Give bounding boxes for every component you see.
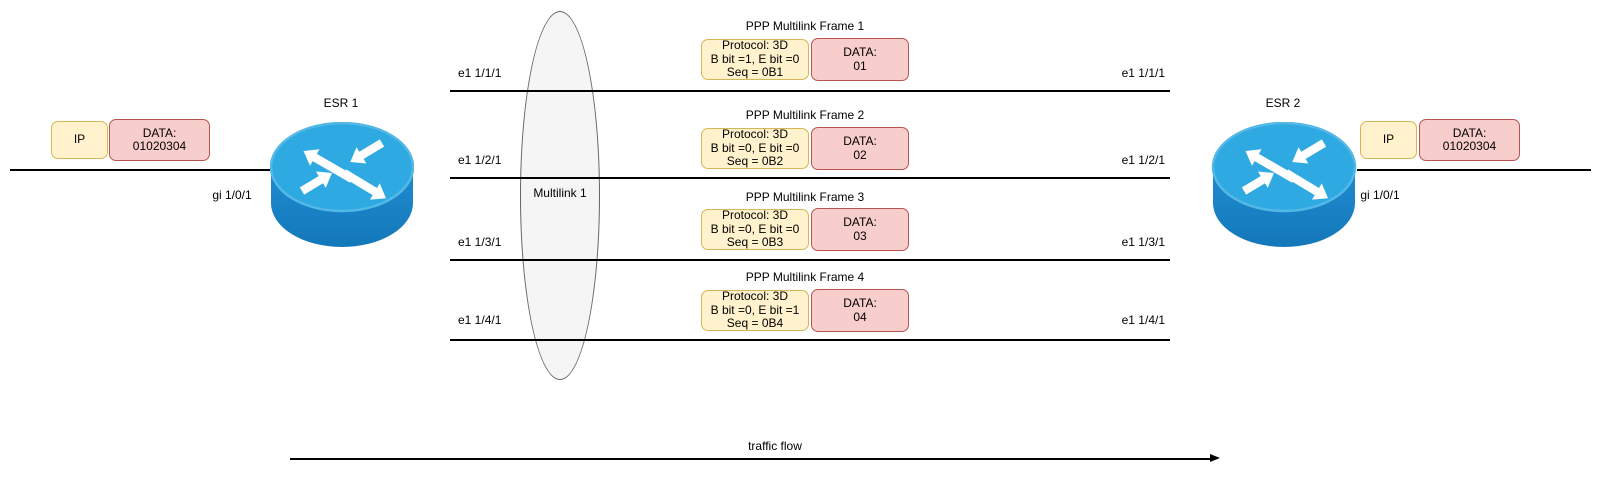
frame2-protocol-box: Protocol: 3D B bit =0, E bit =0 Seq = 0B…: [701, 128, 809, 169]
frame4-data-box: DATA: 04: [811, 289, 909, 332]
frame1-protocol-box: Protocol: 3D B bit =1, E bit =0 Seq = 0B…: [701, 39, 809, 80]
right-data-line2: 01020304: [1442, 139, 1497, 153]
frame1-protocol-line3: Seq = 0B1: [726, 65, 784, 80]
link2-right-label: e1 1/2/1: [1121, 153, 1165, 167]
frame1-data-box: DATA: 01: [811, 38, 909, 81]
link3-left-label: e1 1/3/1: [458, 235, 502, 249]
right-access-link-line: [1357, 169, 1591, 171]
left-data-payload-box: DATA: 01020304: [109, 119, 210, 161]
frame1-protocol-line1: Protocol: 3D: [721, 38, 789, 53]
frame1-title: PPP Multilink Frame 1: [745, 19, 865, 33]
frame3-protocol-line2: B bit =0, E bit =0: [710, 221, 800, 236]
frame3-title: PPP Multilink Frame 3: [745, 190, 865, 204]
frame2-protocol-line3: Seq = 0B2: [726, 154, 784, 169]
frame3-protocol-line3: Seq = 0B3: [726, 235, 784, 250]
link3-right-label: e1 1/3/1: [1121, 235, 1165, 249]
frame4-data-line1: DATA:: [843, 296, 877, 310]
right-data-payload-box: DATA: 01020304: [1419, 119, 1520, 161]
link4-right-label: e1 1/4/1: [1121, 313, 1165, 327]
frame3-protocol-line1: Protocol: 3D: [721, 208, 789, 223]
left-data-line1: DATA:: [142, 125, 177, 140]
member-link-line-2: [450, 177, 1170, 179]
esr2-label: ESR 2: [1265, 96, 1301, 110]
frame2-protocol-line1: Protocol: 3D: [721, 127, 789, 142]
traffic-flow-arrow-line: [290, 458, 1210, 460]
left-ip-header-box: IP: [51, 121, 108, 159]
frame2-data-line1: DATA:: [843, 134, 877, 148]
multilink-label: Multilink 1: [533, 186, 587, 200]
link4-left-label: e1 1/4/1: [458, 313, 502, 327]
member-link-line-3: [450, 259, 1170, 261]
left-gi-interface-label: gi 1/0/1: [212, 188, 252, 202]
frame1-protocol-line2: B bit =1, E bit =0: [710, 51, 800, 66]
frame2-data-box: DATA: 02: [811, 127, 909, 170]
member-link-line-1: [450, 90, 1170, 92]
link2-left-label: e1 1/2/1: [458, 153, 502, 167]
frame4-protocol-line1: Protocol: 3D: [721, 289, 789, 304]
frame3-data-line2: 03: [853, 228, 867, 243]
left-ip-label: IP: [73, 132, 86, 147]
right-ip-label: IP: [1382, 132, 1395, 147]
esr1-label: ESR 1: [323, 96, 359, 110]
multilink-bundle-ellipse: [520, 11, 600, 380]
esr2-router-icon: [1211, 122, 1357, 248]
right-gi-interface-label: gi 1/0/1: [1360, 188, 1400, 202]
frame4-protocol-box: Protocol: 3D B bit =0, E bit =1 Seq = 0B…: [701, 290, 809, 331]
frame4-title: PPP Multilink Frame 4: [745, 270, 865, 284]
frame1-data-line1: DATA:: [843, 45, 877, 59]
esr1-router-icon: [270, 122, 414, 248]
frame3-data-box: DATA: 03: [811, 208, 909, 251]
frame3-data-line1: DATA:: [843, 215, 877, 229]
frame3-protocol-box: Protocol: 3D B bit =0, E bit =0 Seq = 0B…: [701, 209, 809, 250]
frame2-protocol-line2: B bit =0, E bit =0: [710, 140, 800, 155]
frame4-protocol-line2: B bit =0, E bit =1: [710, 302, 800, 317]
frame4-data-line2: 04: [853, 309, 867, 324]
frame1-data-line2: 01: [853, 58, 867, 73]
link1-right-label: e1 1/1/1: [1121, 66, 1165, 80]
frame2-data-line2: 02: [853, 147, 867, 162]
frame4-protocol-line3: Seq = 0B4: [726, 316, 784, 331]
left-data-line2: 01020304: [132, 139, 187, 153]
left-access-link-line: [10, 169, 270, 171]
member-link-line-4: [450, 339, 1170, 341]
traffic-flow-label: traffic flow: [748, 439, 802, 453]
traffic-flow-arrowhead-icon: [1210, 454, 1220, 462]
frame2-title: PPP Multilink Frame 2: [745, 108, 865, 122]
link1-left-label: e1 1/1/1: [458, 66, 502, 80]
right-ip-header-box: IP: [1360, 121, 1417, 159]
right-data-line1: DATA:: [1452, 125, 1487, 140]
